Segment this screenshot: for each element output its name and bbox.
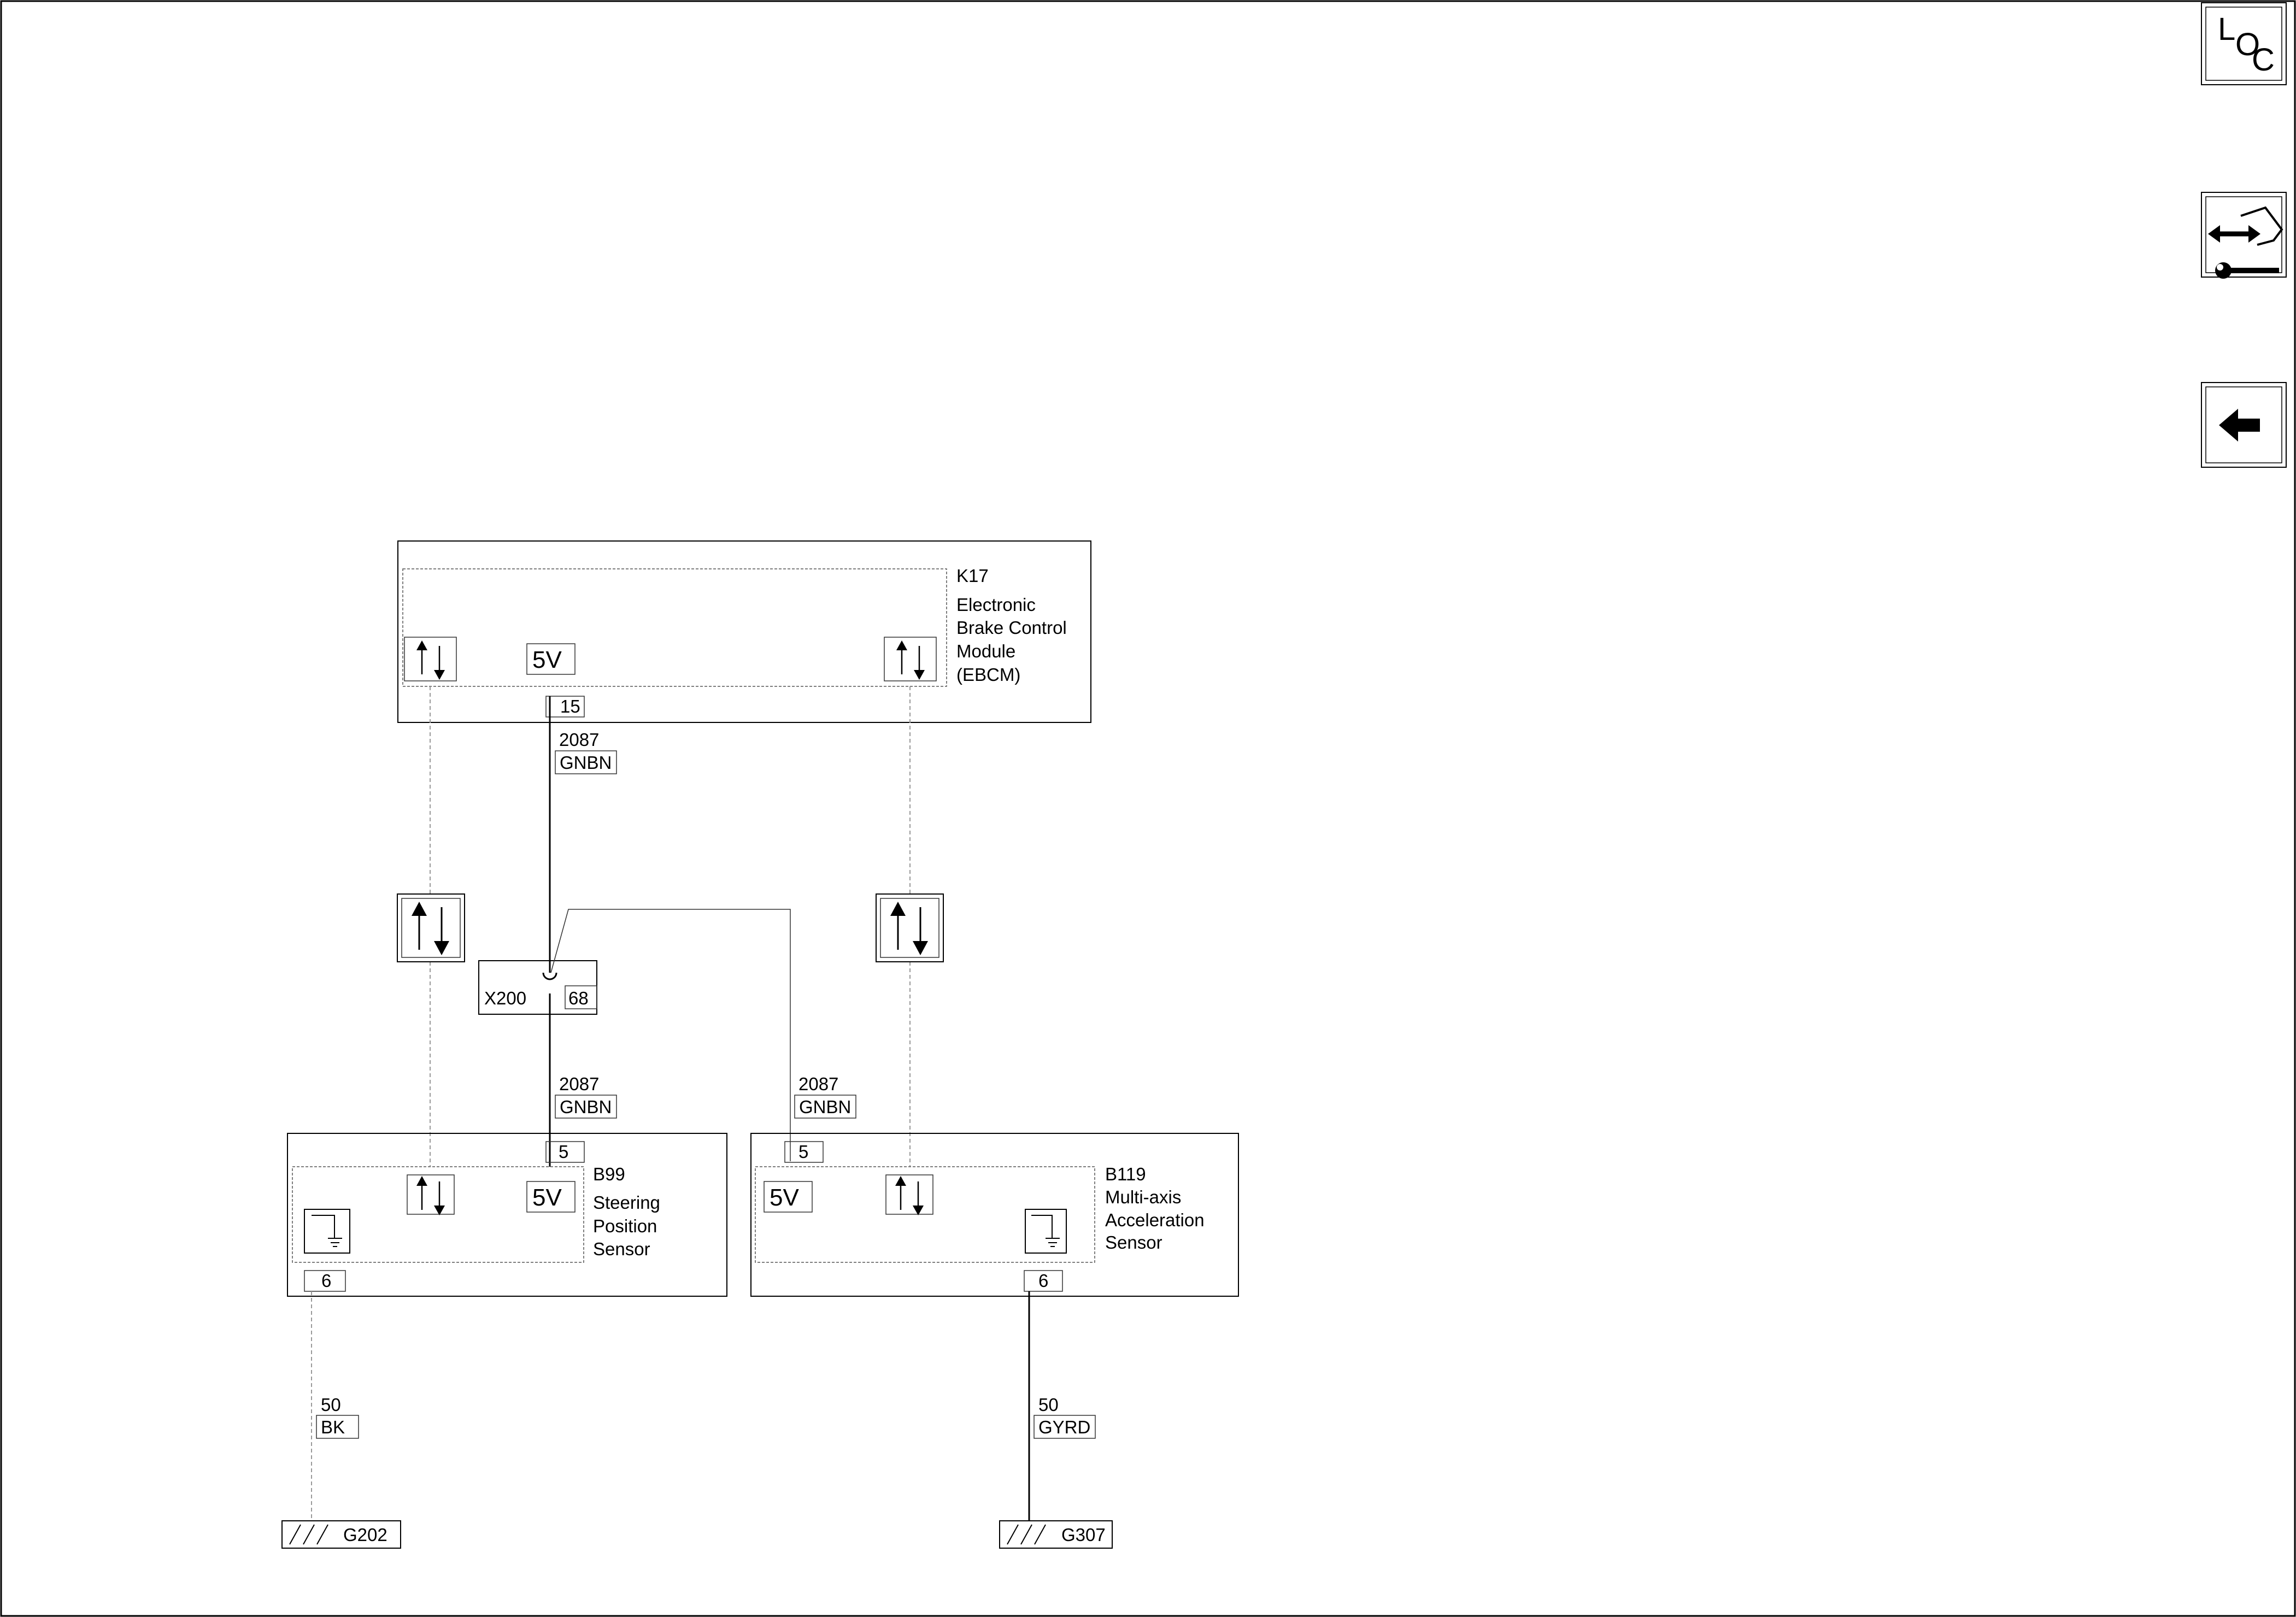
ground-symbol-icon	[304, 1209, 350, 1254]
b99-name-line3: Sensor	[593, 1239, 650, 1259]
x200-pin: 68	[568, 988, 589, 1008]
k17-name-line1: Electronic	[956, 595, 1036, 615]
module-b99: 5 5V 6 B99 Steering Position Sensor	[287, 1133, 727, 1297]
g202-id: G202	[343, 1525, 387, 1545]
b99-pin-top: 5	[559, 1142, 568, 1162]
b119-voltage-box	[764, 1181, 813, 1213]
b99-voltage: 5V	[532, 1184, 562, 1211]
b119-name-line1: Multi-axis	[1105, 1187, 1181, 1207]
b99-voltage-box	[526, 1181, 576, 1213]
loc-letter-c: C	[2252, 42, 2275, 78]
wire-2087-splice-b119	[550, 909, 791, 1161]
wire4-color: BK	[321, 1417, 345, 1437]
b99-id: B99	[593, 1164, 625, 1184]
wire5-color: GYRD	[1038, 1417, 1090, 1437]
wire5-circuit: 50	[1038, 1395, 1059, 1415]
ground-g202: G202	[281, 1520, 401, 1549]
ground-symbol-icon	[1025, 1209, 1067, 1254]
ground-g307: G307	[999, 1520, 1113, 1549]
wire3-color: GNBN	[799, 1097, 851, 1117]
k17-name-line2: Brake Control	[956, 618, 1067, 638]
component-service-button[interactable]	[2201, 192, 2287, 279]
k17-name-line4: (EBCM)	[956, 665, 1020, 685]
g307-id: G307	[1061, 1525, 1106, 1545]
b119-name-line2: Acceleration	[1105, 1210, 1205, 1230]
data-arrows-left-large	[397, 893, 465, 962]
b99-name-line2: Position	[593, 1216, 657, 1236]
k17-pin-box	[545, 696, 585, 718]
wire1-circuit: 2087	[559, 730, 599, 750]
module-b119: 5 5V 6 B119 Multi-axis Acceleration Sens…	[750, 1133, 1239, 1297]
wire1-color: GNBN	[560, 752, 612, 773]
b119-data-arrows	[885, 1174, 933, 1215]
connector-x200: X200 68	[478, 960, 597, 1015]
k17-name-line3: Module	[956, 641, 1015, 661]
k17-pin: 15	[560, 696, 580, 716]
k17-data-arrows-left	[404, 637, 457, 681]
wire3-circuit: 2087	[798, 1074, 838, 1094]
loc-letter-o: O	[2235, 27, 2260, 62]
x200-id: X200	[484, 988, 526, 1008]
b99-data-arrows	[407, 1174, 455, 1215]
b119-pin-bottom: 6	[1038, 1271, 1048, 1291]
k17-data-arrows-right	[884, 637, 937, 681]
b119-pin-top: 5	[798, 1142, 808, 1162]
b99-name-line1: Steering	[593, 1192, 660, 1213]
b119-voltage: 5V	[770, 1184, 799, 1211]
k17-voltage: 5V	[532, 646, 562, 673]
location-button[interactable]: L O C	[2201, 2, 2287, 85]
loc-letter-l: L	[2218, 11, 2235, 47]
data-arrows-right-large	[876, 893, 944, 962]
back-button[interactable]	[2201, 382, 2287, 468]
b119-id: B119	[1105, 1164, 1146, 1184]
module-k17: 5V K17 Electronic Brake Control Module (…	[397, 540, 1091, 723]
k17-id: K17	[956, 566, 989, 586]
wire4-circuit: 50	[321, 1395, 341, 1415]
wire2-circuit: 2087	[559, 1074, 599, 1094]
k17-voltage-box	[526, 643, 576, 675]
connector-wrench-icon	[2208, 206, 2283, 279]
back-arrow-icon	[2219, 409, 2260, 442]
b119-name-line3: Sensor	[1105, 1232, 1162, 1253]
b99-pin-bottom: 6	[321, 1271, 331, 1291]
wire2-color: GNBN	[560, 1097, 612, 1117]
